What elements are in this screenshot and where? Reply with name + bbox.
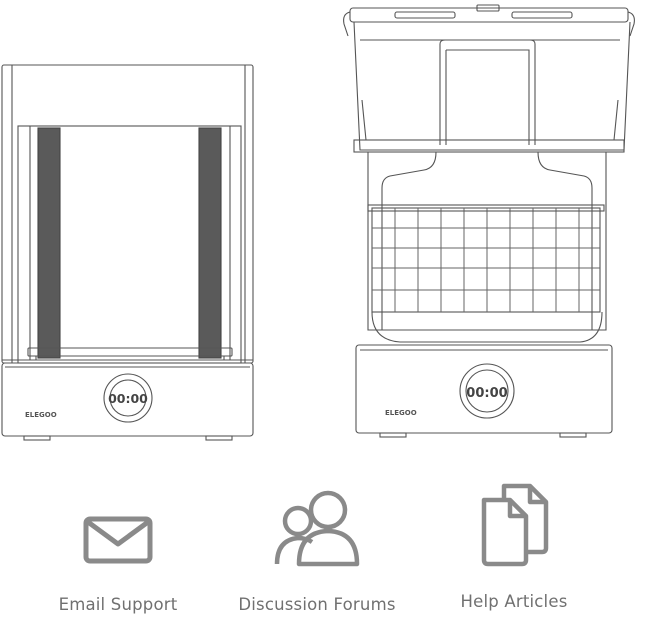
wash-cure-machine-open: 00:00 ELEGOO (340, 0, 640, 445)
discussion-forums-link[interactable]: Discussion Forums (217, 478, 417, 614)
wash-cure-machine-closed: 00:00 ELEGOO (0, 60, 260, 445)
email-support-link[interactable]: Email Support (18, 478, 218, 614)
users-icon (274, 490, 360, 567)
help-articles-link[interactable]: Help Articles (414, 478, 614, 611)
email-support-label: Email Support (58, 595, 178, 614)
discussion-forums-label: Discussion Forums (238, 595, 396, 614)
help-articles-label: Help Articles (460, 592, 568, 611)
right-timer-display: 00:00 (466, 386, 507, 401)
envelope-icon (83, 516, 153, 564)
right-brand-label: ELEGOO (385, 409, 417, 417)
left-timer-display: 00:00 (108, 391, 148, 406)
left-brand-label: ELEGOO (25, 411, 57, 419)
documents-icon (481, 483, 549, 567)
